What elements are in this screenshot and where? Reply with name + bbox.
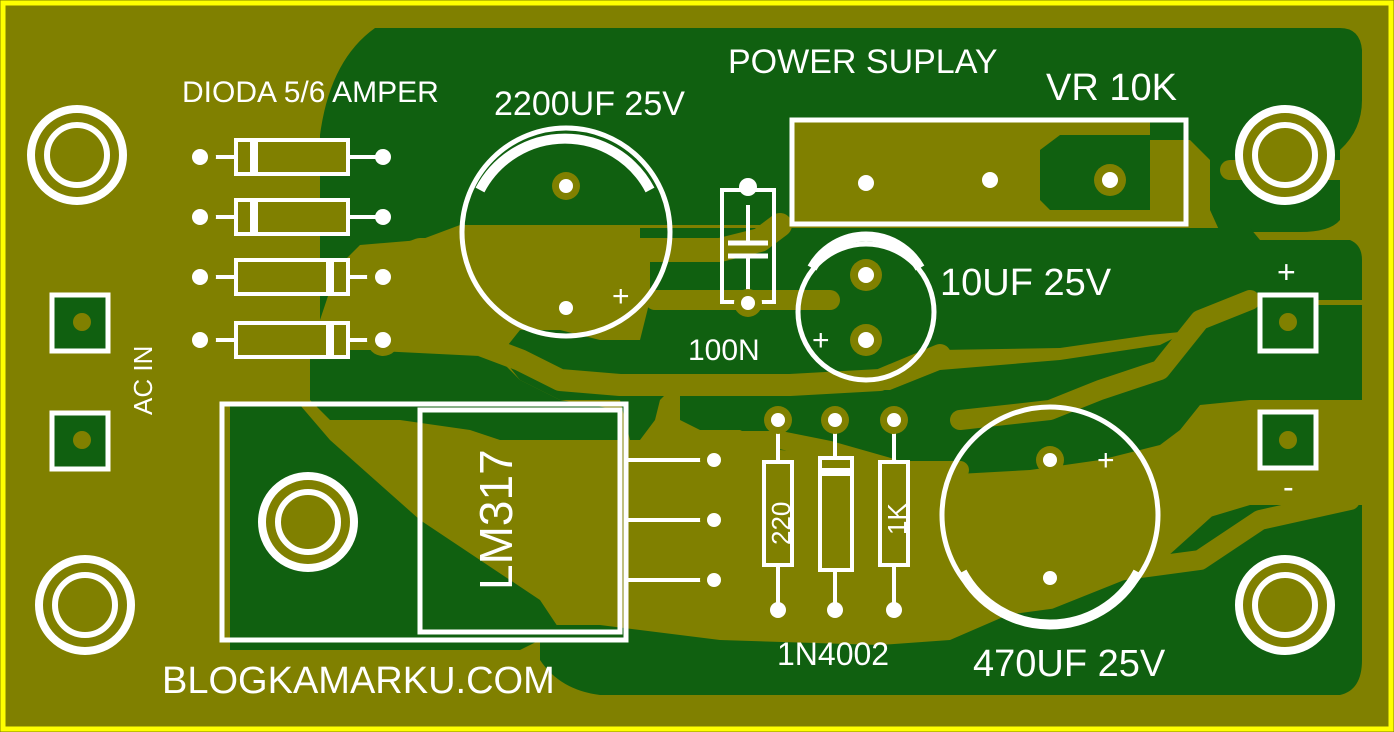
output-pad-negative[interactable]	[1257, 409, 1319, 471]
diode-2	[184, 198, 391, 236]
resistor-1k: 1K	[878, 406, 912, 618]
diode-bridge-label: DIODA 5/6 AMPER	[182, 76, 439, 109]
site-label: BLOGKAMARKU.COM	[162, 660, 555, 702]
cap-100n-label: 100N	[688, 334, 760, 367]
cap-main-label: 2200UF 25V	[494, 85, 685, 123]
diode-1n4002	[818, 406, 854, 618]
diode-3	[184, 258, 399, 296]
copper-fill	[230, 28, 1362, 695]
capacitor-10uf: +	[795, 231, 937, 383]
mounting-hole-bottom-left	[35, 555, 135, 655]
diode-protect-label: 1N4002	[777, 636, 889, 672]
regulator-lm317: LM317	[219, 401, 728, 643]
mounting-hole-top-left	[27, 105, 127, 205]
resistor-220: 220	[762, 406, 796, 618]
cap-output-label: 470UF 25V	[973, 643, 1166, 685]
mounting-hole-bottom-right	[1235, 555, 1335, 655]
capacitor-2200uf: +	[459, 125, 673, 339]
diode-1	[184, 138, 391, 176]
ac-in-label: AC IN	[128, 346, 158, 415]
trimmer-vr10k	[789, 117, 1189, 227]
diode-4	[184, 321, 399, 359]
plus-output-label: +	[1277, 254, 1296, 290]
ac-in-pad-2[interactable]	[49, 410, 111, 472]
diode-bridge	[184, 138, 399, 359]
capacitor-470uf: +	[939, 404, 1161, 630]
capacitor-100n	[720, 178, 776, 317]
title-label: POWER SUPLAY	[728, 43, 998, 81]
plus-mark-cap-10uf: +	[812, 324, 830, 357]
cap-10uf-label: 10UF 25V	[940, 262, 1112, 304]
plus-mark-cap-main: +	[612, 280, 630, 313]
minus-output-label: -	[1283, 469, 1294, 505]
ac-in-pad-1[interactable]	[49, 292, 111, 354]
mounting-hole-top-right	[1235, 105, 1335, 205]
regulator-label: LM317	[470, 449, 522, 590]
resistor-1k-label: 1K	[882, 503, 912, 535]
output-pad-positive[interactable]	[1257, 292, 1319, 354]
plus-mark-cap-output: +	[1097, 444, 1115, 477]
resistor-220-label: 220	[766, 502, 796, 545]
trimmer-label: VR 10K	[1046, 67, 1177, 109]
